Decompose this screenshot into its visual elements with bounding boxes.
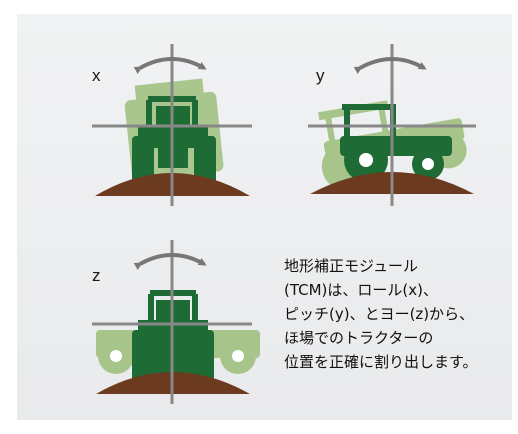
caption-line: 地形補正モジュール (284, 257, 418, 275)
tcm-description: 地形補正モジュール (TCM)は、ロール(x)、 ピッチ(y)、とヨー(z)から… (284, 254, 509, 374)
caption-line: (TCM)は、ロール(x)、 (284, 281, 438, 299)
axis-label-y: y (316, 66, 325, 85)
rotation-arrow-z-icon (133, 253, 207, 270)
caption-line: ピッチ(y)、とヨー(z)から、 (284, 305, 475, 323)
axis-label-x: x (92, 66, 101, 85)
tractor-side-view-y-icon (340, 104, 452, 182)
axis-label-z: z (92, 266, 101, 285)
rotation-arrow-x-icon (133, 57, 207, 74)
yaw-diagram (92, 240, 260, 404)
caption-line: ほ場でのトラクターの (284, 329, 434, 347)
caption-line: 位置を正確に割り出します。 (284, 353, 478, 371)
rotation-arrow-y-icon (353, 57, 427, 74)
pitch-diagram (308, 44, 476, 206)
roll-diagram (92, 44, 252, 206)
